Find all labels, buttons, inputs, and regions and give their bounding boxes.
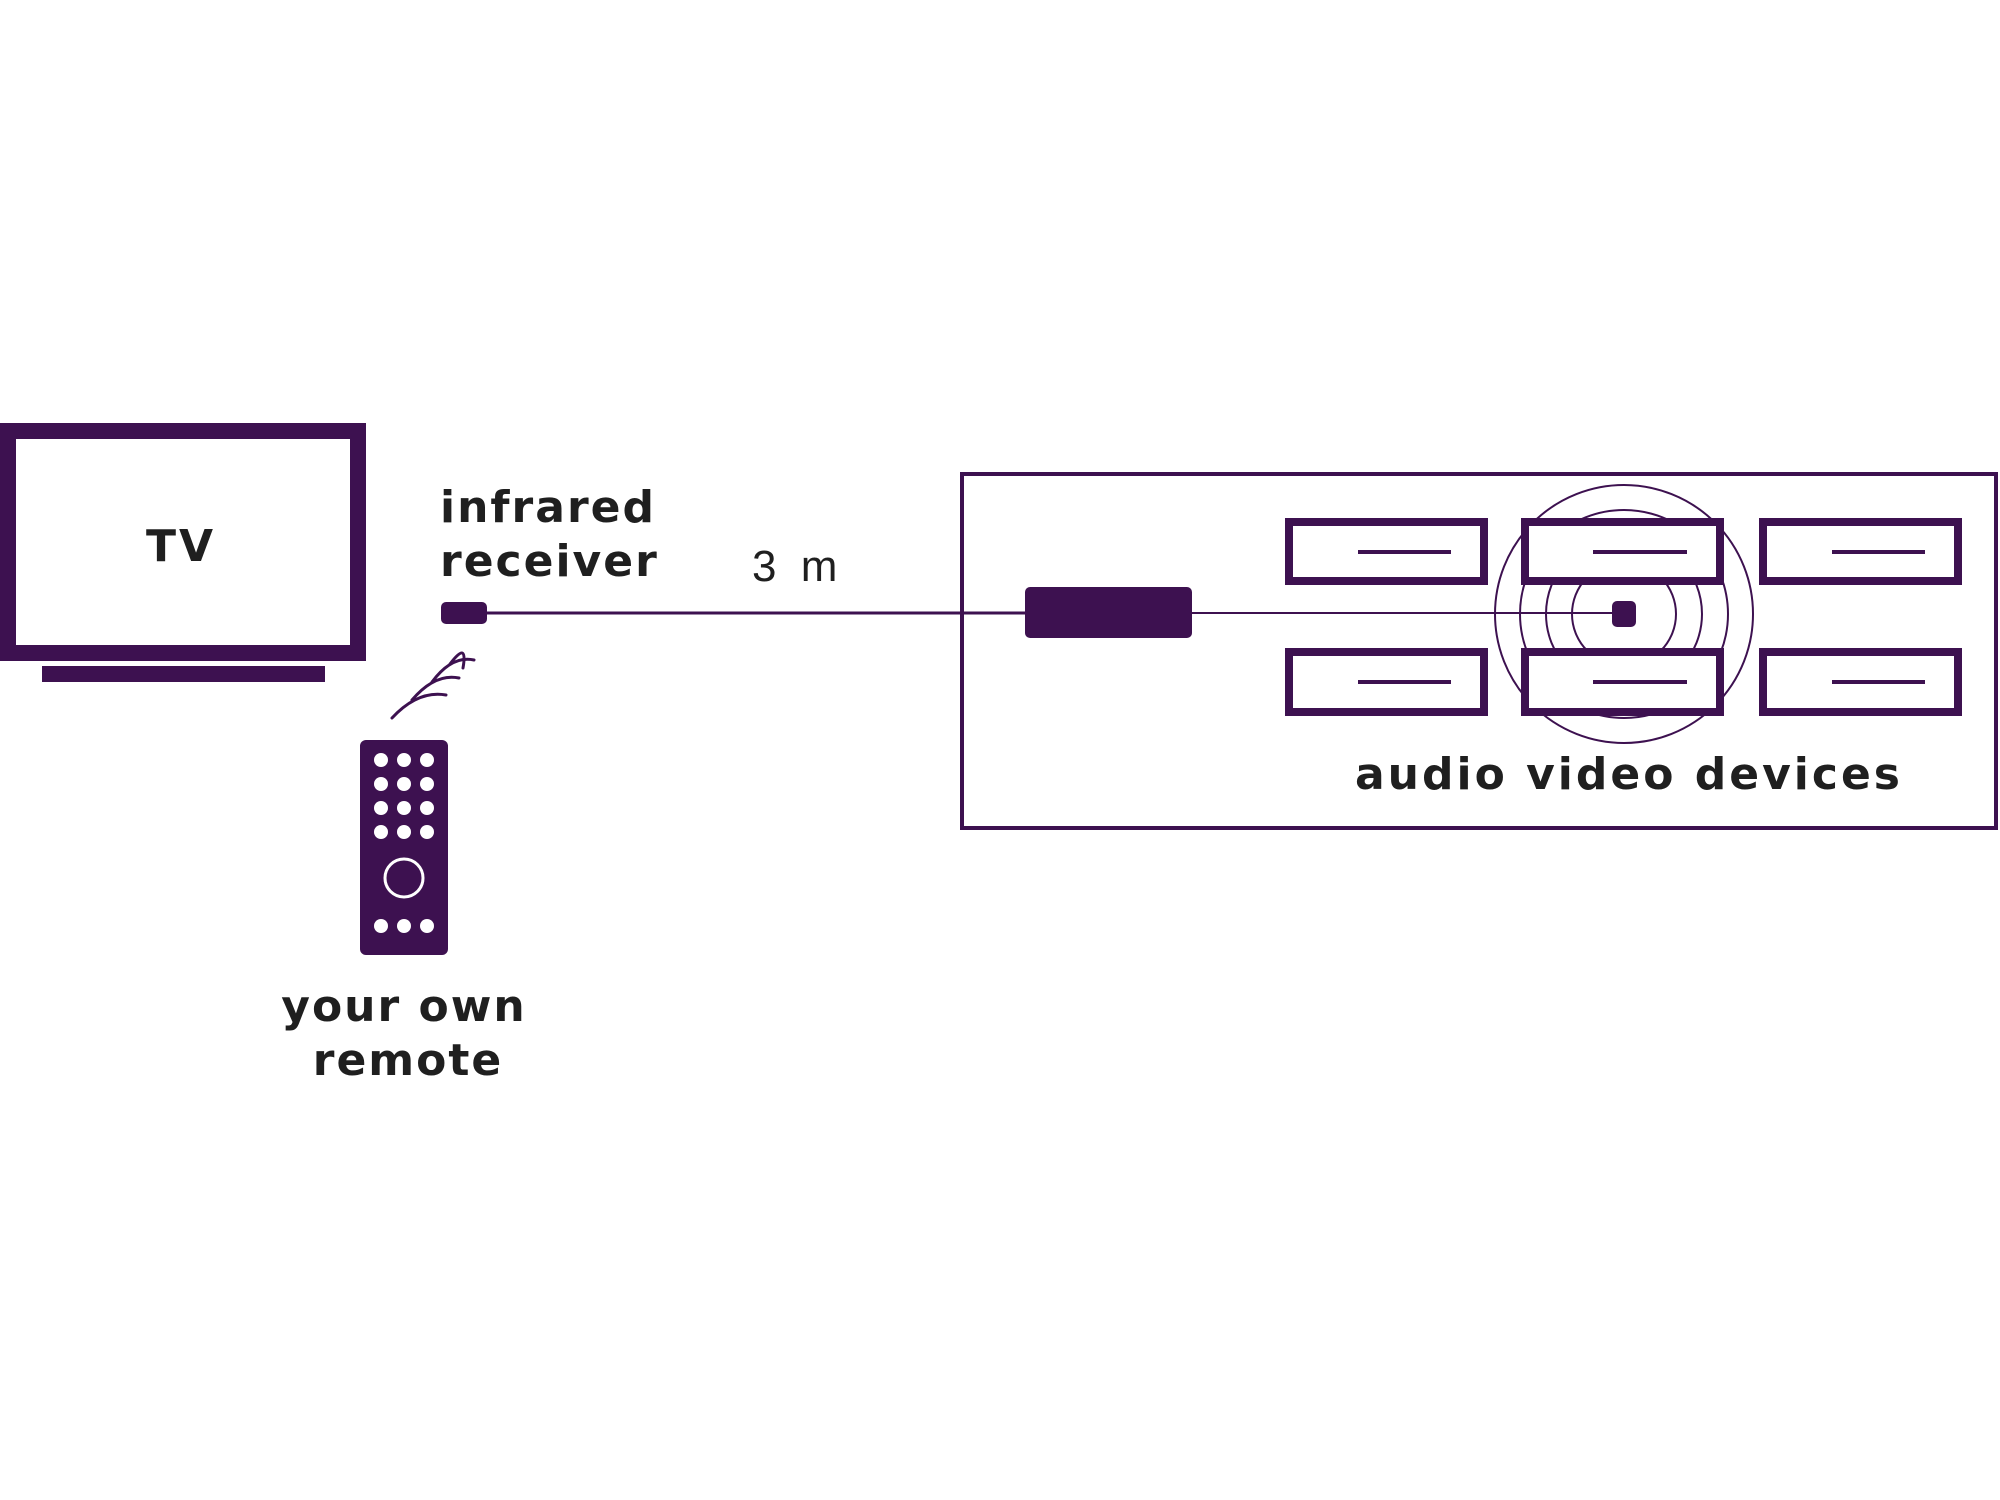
device-bottom-right (1759, 648, 1962, 716)
tv-label: TV (146, 521, 216, 572)
ir-signal-icon (390, 651, 476, 720)
receiver-label-line1: infrared (440, 482, 656, 533)
tv-screen (0, 423, 366, 661)
ir-wave-4 (448, 651, 466, 670)
device-top-left (1285, 518, 1488, 585)
ir-wave-2 (410, 675, 461, 702)
device-bottom-left (1285, 648, 1488, 716)
remote-control-icon (360, 740, 448, 955)
distance-label: 3 m (752, 542, 843, 591)
ir-wave-1 (390, 692, 448, 720)
ir-transmitter-box-icon (1025, 587, 1192, 638)
device-top-center (1521, 518, 1724, 585)
av-cabinet (960, 472, 1998, 830)
remote-label-line1: your own (281, 981, 526, 1032)
devices-label: audio video devices (1355, 749, 1903, 800)
device-top-right (1759, 518, 1962, 585)
device-bottom-center (1521, 648, 1724, 716)
tv-icon (0, 423, 366, 682)
remote-label-line2: remote (313, 1035, 504, 1086)
remote-dpad (383, 857, 425, 899)
ir-emitter-icon (1612, 601, 1636, 627)
ir-receiver-icon (441, 602, 487, 624)
receiver-label-line2: receiver (440, 536, 659, 587)
tv-stand (42, 666, 325, 682)
remote-body (360, 740, 448, 955)
remote-buttons (374, 753, 434, 933)
av-device-icon (1285, 518, 1962, 716)
